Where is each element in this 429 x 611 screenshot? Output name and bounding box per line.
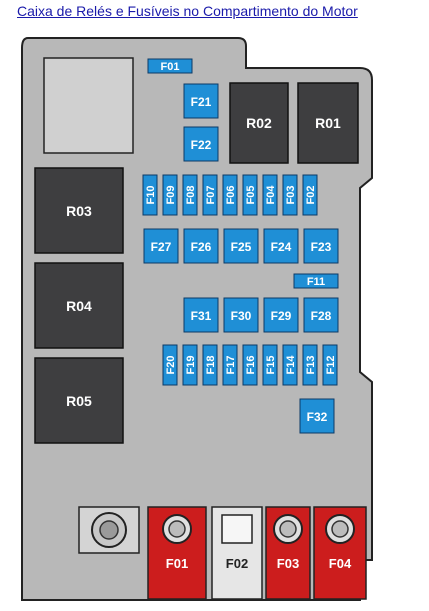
- maxi-fuse-label: F04: [329, 556, 352, 571]
- fuse-f21[interactable]: F21: [183, 83, 219, 119]
- fuse-label: F14: [285, 355, 297, 375]
- fuse-f05[interactable]: F05: [242, 174, 258, 216]
- fuse-label: F06: [225, 186, 237, 205]
- relay-r03[interactable]: R03: [34, 167, 124, 254]
- relay-r01[interactable]: R01: [297, 82, 359, 164]
- maxi-fuse-f02[interactable]: F02: [211, 506, 263, 600]
- relay-r05[interactable]: R05: [34, 357, 124, 444]
- fuse-label: F13: [305, 356, 317, 375]
- fuse-label: F27: [151, 240, 172, 254]
- fuse-f30[interactable]: F30: [223, 297, 259, 333]
- maxi-fuse-f03[interactable]: F03: [265, 506, 311, 600]
- fuse-label: F17: [225, 356, 237, 375]
- maxi-fuse-f04[interactable]: F04: [313, 506, 367, 600]
- fuse-label: F28: [311, 309, 332, 323]
- fuse-label: F07: [205, 186, 217, 205]
- fuse-f07[interactable]: F07: [202, 174, 218, 216]
- fuse-label: F25: [231, 240, 252, 254]
- fuse-f29[interactable]: F29: [263, 297, 299, 333]
- sensor-cover: [43, 57, 134, 154]
- fuse-f06[interactable]: F06: [222, 174, 238, 216]
- fuse-f10[interactable]: F10: [142, 174, 158, 216]
- fuse-f04[interactable]: F04: [262, 174, 278, 216]
- fuse-f17[interactable]: F17: [222, 344, 238, 386]
- fuse-f13[interactable]: F13: [302, 344, 318, 386]
- fuse-label: F05: [245, 186, 257, 205]
- fuse-f27[interactable]: F27: [143, 228, 179, 264]
- fuse-f11[interactable]: F11: [293, 273, 339, 289]
- fuse-label: F04: [265, 185, 277, 205]
- fuse-f02[interactable]: F02: [302, 174, 318, 216]
- maxi-fuse-label: F02: [226, 556, 248, 571]
- relay-r04[interactable]: R04: [34, 262, 124, 349]
- relay-label: R05: [66, 393, 92, 409]
- fuse-label: F08: [185, 186, 197, 205]
- fuse-f03[interactable]: F03: [282, 174, 298, 216]
- relay-label: R04: [66, 298, 92, 314]
- fuse-f26[interactable]: F26: [183, 228, 219, 264]
- fuse-label: F10: [145, 186, 157, 205]
- fuse-f31[interactable]: F31: [183, 297, 219, 333]
- fuse-label: F22: [191, 138, 212, 152]
- fuse-f14[interactable]: F14: [282, 344, 298, 386]
- fuse-label: F16: [245, 356, 257, 375]
- fuse-label: F30: [231, 309, 252, 323]
- fuse-f32[interactable]: F32: [299, 398, 335, 434]
- fuse-f24[interactable]: F24: [263, 228, 299, 264]
- fuse-f12[interactable]: F12: [322, 344, 338, 386]
- maxi-fuse-f01[interactable]: F01: [147, 506, 207, 600]
- fuse-f01[interactable]: F01: [147, 58, 193, 74]
- fuse-f15[interactable]: F15: [262, 344, 278, 386]
- fuse-label: F11: [307, 276, 325, 288]
- fuse-f23[interactable]: F23: [303, 228, 339, 264]
- fuse-label: F32: [307, 410, 328, 424]
- fuse-label: F24: [271, 240, 292, 254]
- fuse-label: F26: [191, 240, 212, 254]
- fuse-label: F21: [191, 95, 212, 109]
- fuse-f20[interactable]: F20: [162, 344, 178, 386]
- fuse-label: F20: [165, 356, 177, 375]
- fuse-label: F01: [161, 61, 180, 73]
- fuse-label: F19: [185, 356, 197, 375]
- fuse-label: F29: [271, 309, 292, 323]
- fuse-label: F18: [205, 356, 217, 375]
- fuse-f16[interactable]: F16: [242, 344, 258, 386]
- maxi-fuse-label: F03: [277, 556, 299, 571]
- fuse-label: F12: [325, 356, 337, 375]
- maxi-fuse-label: F01: [166, 556, 188, 571]
- title-link[interactable]: Caixa de Relés e Fusíveis no Compartimen…: [17, 3, 358, 19]
- fuse-label: F02: [305, 186, 317, 205]
- relay-r02[interactable]: R02: [229, 82, 289, 164]
- fuse-label: F23: [311, 240, 332, 254]
- fuse-f19[interactable]: F19: [182, 344, 198, 386]
- fuse-f08[interactable]: F08: [182, 174, 198, 216]
- fuse-f18[interactable]: F18: [202, 344, 218, 386]
- fuse-f22[interactable]: F22: [183, 126, 219, 162]
- fuse-f28[interactable]: F28: [303, 297, 339, 333]
- relay-label: R01: [315, 115, 341, 131]
- fuse-f09[interactable]: F09: [162, 174, 178, 216]
- fuse-label: F09: [165, 186, 177, 205]
- fuse-label: F03: [285, 186, 297, 205]
- fuse-f25[interactable]: F25: [223, 228, 259, 264]
- fuse-label: F31: [191, 309, 212, 323]
- relay-label: R03: [66, 203, 92, 219]
- battery-terminal: [78, 506, 140, 554]
- fuse-label: F15: [265, 356, 277, 375]
- relay-label: R02: [246, 115, 272, 131]
